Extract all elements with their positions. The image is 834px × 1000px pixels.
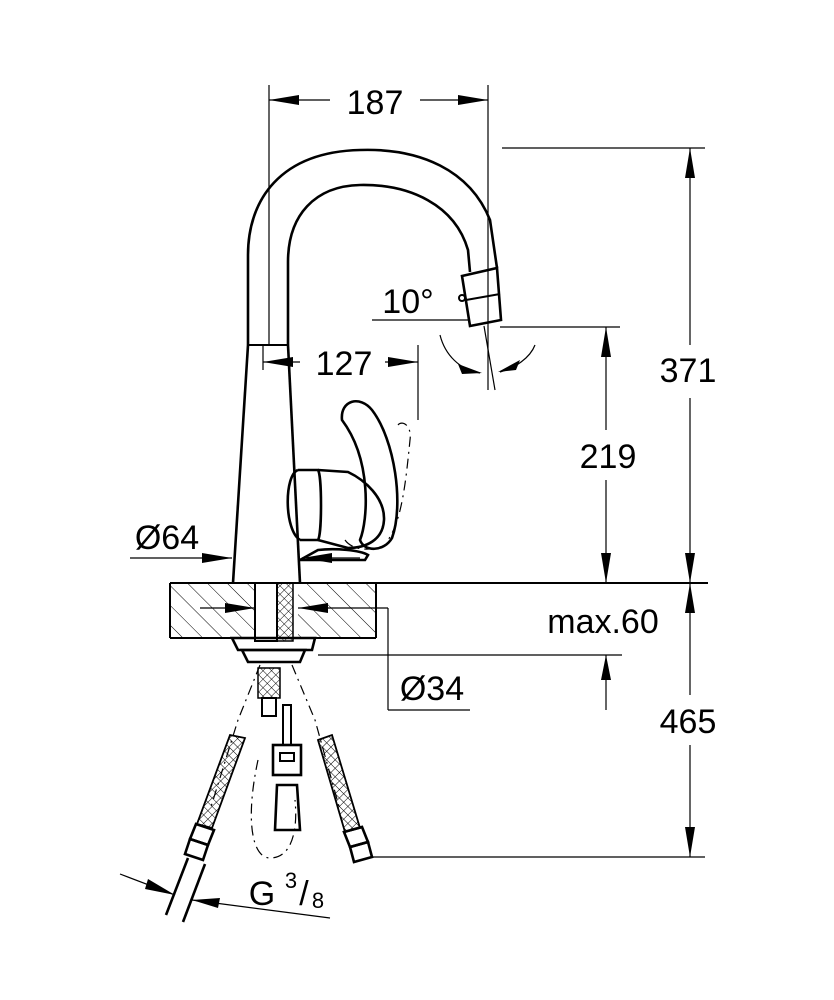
faucet-body	[231, 148, 503, 584]
connection-thread-label: G	[249, 875, 275, 913]
spout-swivel-label: 10°	[382, 283, 433, 321]
countertop-section	[169, 582, 708, 664]
dimension-lines	[119, 85, 705, 919]
base-diameter-label: Ø64	[135, 519, 199, 557]
hose-length-label: 465	[660, 703, 717, 741]
outlet-height-label: 219	[580, 438, 637, 476]
hole-diameter-label: Ø34	[400, 670, 464, 708]
connection-thread-slash: /	[299, 875, 309, 913]
deck-thickness-label: max.60	[547, 603, 659, 641]
spout-reach-label: 187	[347, 84, 404, 122]
connection-thread-denominator: 8	[312, 888, 324, 913]
connection-thread-numerator: 3	[285, 868, 297, 893]
lever-reach-label: 127	[316, 345, 373, 383]
dimension-labels: 187 371 10° 127 219 Ø64 max.60 Ø34 465 G…	[135, 84, 717, 913]
total-height-label: 371	[660, 352, 717, 390]
